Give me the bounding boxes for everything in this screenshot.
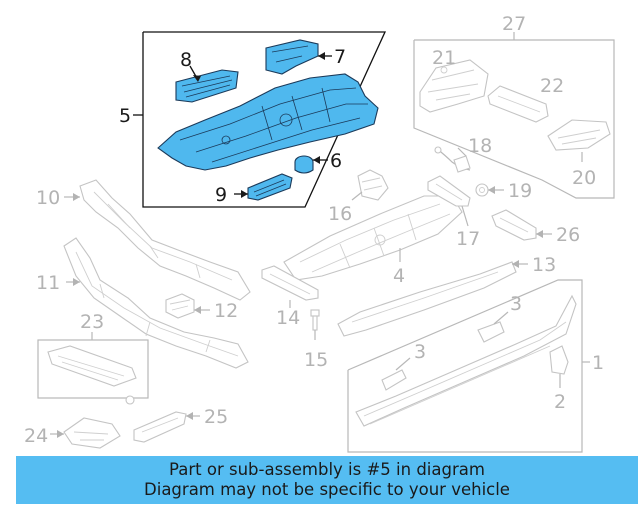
arrow-tips <box>57 52 543 438</box>
label-16: 16 <box>328 203 352 225</box>
label-4: 4 <box>393 265 405 287</box>
label-14: 14 <box>276 307 300 329</box>
part-20[interactable] <box>547 119 611 162</box>
label-25: 25 <box>204 406 228 428</box>
label-19: 19 <box>508 180 532 202</box>
part-23[interactable] <box>47 345 137 405</box>
label-5: 5 <box>119 105 131 127</box>
part-15[interactable] <box>310 309 320 340</box>
part-2[interactable] <box>549 345 569 388</box>
part-9-highlight[interactable] <box>234 173 293 201</box>
label-8: 8 <box>180 49 192 71</box>
label-2: 2 <box>554 391 566 413</box>
part-22[interactable] <box>487 85 549 123</box>
label-9: 9 <box>215 184 227 206</box>
label-20: 20 <box>572 167 596 189</box>
label-7: 7 <box>334 46 346 68</box>
label-23: 23 <box>80 311 104 333</box>
part-14[interactable] <box>261 265 319 308</box>
label-3-lower: 3 <box>414 341 426 363</box>
part-18[interactable] <box>434 146 471 173</box>
part-6-highlight[interactable] <box>294 155 328 174</box>
part-3-lower[interactable] <box>381 357 411 391</box>
part-1[interactable] <box>355 294 577 427</box>
label-24: 24 <box>24 425 48 447</box>
part-7-highlight[interactable] <box>265 39 332 75</box>
label-15: 15 <box>304 349 328 371</box>
part-8-highlight[interactable] <box>175 65 239 103</box>
part-16[interactable] <box>351 169 389 201</box>
part-23-box <box>37 332 149 399</box>
label-17: 17 <box>456 228 480 250</box>
part-4[interactable] <box>283 195 463 281</box>
label-21: 21 <box>432 47 456 69</box>
label-12: 12 <box>214 300 238 322</box>
label-1: 1 <box>592 352 604 374</box>
part-13[interactable] <box>337 261 528 337</box>
label-11: 11 <box>36 272 60 294</box>
part-3-upper[interactable] <box>477 311 509 343</box>
part-27-box <box>413 32 615 199</box>
banner-line-1: Part or sub-assembly is #5 in diagram <box>169 460 485 479</box>
label-22: 22 <box>540 75 564 97</box>
part-17[interactable] <box>427 175 471 227</box>
part-25[interactable] <box>133 411 200 443</box>
part-10[interactable] <box>64 179 251 301</box>
banner-line-2: Diagram may not be specific to your vehi… <box>144 480 510 499</box>
group-5-box <box>133 31 387 208</box>
parts-diagram: 5 8 7 6 9 27 21 22 20 18 19 17 26 16 10 … <box>24 13 615 453</box>
label-6: 6 <box>330 150 342 172</box>
label-3-upper: 3 <box>510 293 522 315</box>
label-10: 10 <box>36 187 60 209</box>
label-18: 18 <box>468 135 492 157</box>
label-27: 27 <box>502 13 526 35</box>
part-12[interactable] <box>165 293 210 319</box>
part-21[interactable] <box>419 59 489 113</box>
part-5-floor-pan-highlight[interactable] <box>157 73 379 171</box>
label-26: 26 <box>556 224 580 246</box>
part-1-box <box>347 279 590 453</box>
label-13: 13 <box>532 254 556 276</box>
info-banner: Part or sub-assembly is #5 in diagram Di… <box>16 456 638 504</box>
